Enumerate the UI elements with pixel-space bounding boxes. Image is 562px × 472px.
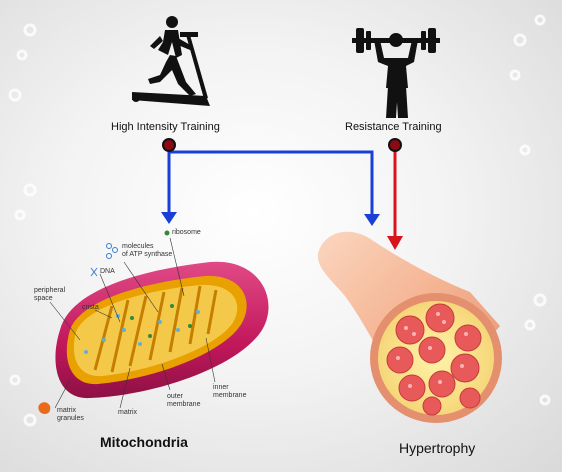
resistance-node — [388, 138, 402, 152]
hypertrophy-label: Hypertrophy — [399, 440, 476, 456]
matrix-label: matrix — [118, 409, 138, 416]
outer-membrane-label: outer membrane — [167, 393, 201, 408]
hit-node — [162, 138, 176, 152]
weightlifter-icon — [352, 28, 440, 118]
mito-legend-glyphs — [90, 230, 170, 277]
matrix-granules-label: matrix granules — [57, 407, 84, 422]
leader-lines — [49, 237, 216, 409]
peripheral-space-label: peripheral space — [34, 287, 66, 302]
inner-membrane-label: inner membrane — [213, 384, 247, 399]
atp-synthase-label: molecules of ATP synthase — [122, 243, 173, 258]
ribosome-label: ribosome — [172, 229, 201, 236]
mitochondria-label: Mitochondria — [100, 434, 188, 450]
resistance-label: Resistance Training — [345, 121, 442, 133]
hit-label: High Intensity Training — [111, 121, 220, 133]
dna-label: DNA — [100, 268, 115, 275]
arrow-connectors — [161, 138, 403, 250]
treadmill-runner-icon — [132, 16, 210, 106]
background-bubbles — [8, 14, 551, 427]
crista-label: crista — [82, 304, 99, 311]
muscle-fiber-illustration — [317, 231, 502, 423]
mitochondrion-illustration — [38, 261, 269, 414]
